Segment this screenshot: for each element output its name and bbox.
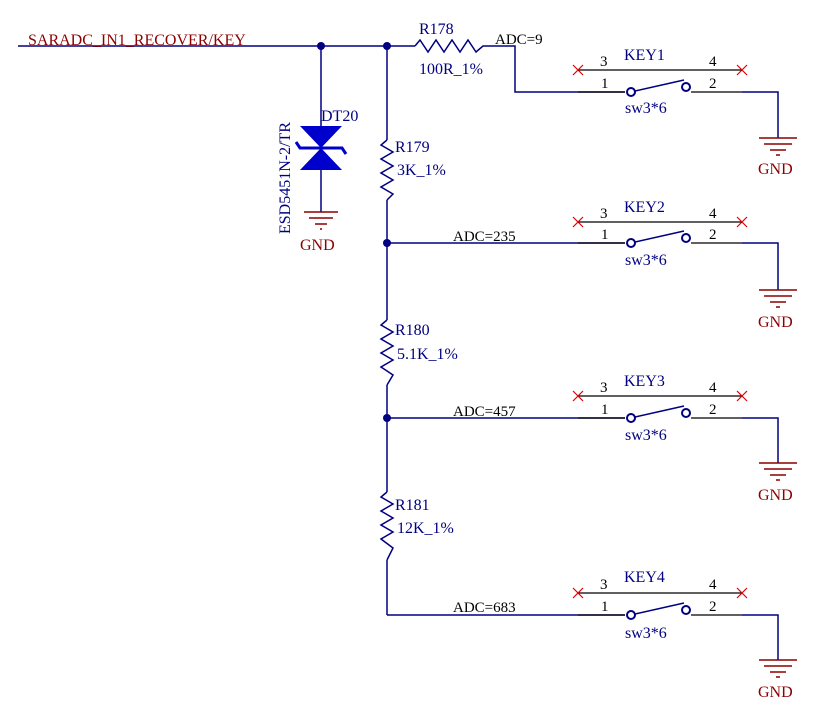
- key-ref: KEY4: [624, 569, 665, 586]
- adc-label: ADC=683: [453, 600, 516, 616]
- diode-part-number: ESD5451N-2/TR: [277, 122, 294, 234]
- resistor-r179: [379, 139, 395, 201]
- resistor-value: 100R_1%: [419, 61, 483, 78]
- key-switch: [572, 390, 797, 481]
- resistor-ref: R179: [395, 139, 430, 156]
- key-ref: KEY2: [624, 199, 665, 216]
- ground-symbol: [304, 211, 338, 230]
- pin-number: 4: [709, 54, 717, 70]
- key-part: sw3*6: [625, 625, 667, 642]
- resistor-r180: [379, 319, 395, 386]
- resistor-r178: [414, 38, 625, 93]
- pin-number: 4: [709, 380, 717, 396]
- resistor-value: 3K_1%: [397, 162, 446, 179]
- key-part: sw3*6: [625, 252, 667, 269]
- key-switch: [572, 64, 797, 156]
- pin-number: 4: [709, 206, 717, 222]
- pin-number: 1: [601, 599, 609, 615]
- pin-number: 2: [709, 599, 717, 615]
- adc-label: ADC=457: [453, 404, 516, 420]
- ground-label: GND: [758, 161, 793, 178]
- tvs-diode: [294, 46, 348, 212]
- resistor-ref: R178: [419, 21, 454, 38]
- key-part: sw3*6: [625, 100, 667, 117]
- resistor-value: 12K_1%: [397, 520, 454, 537]
- resistor-r181: [379, 491, 395, 561]
- adc-label: ADC=9: [495, 32, 543, 48]
- key-part: sw3*6: [625, 427, 667, 444]
- key-switch: [572, 587, 797, 678]
- pin-number: 3: [600, 54, 608, 70]
- ground-label: GND: [758, 684, 793, 701]
- pin-number: 3: [600, 206, 608, 222]
- key-switch: [572, 216, 797, 308]
- key-ref: KEY1: [624, 47, 665, 64]
- resistor-ref: R180: [395, 322, 430, 339]
- resistor-ref: R181: [395, 497, 430, 514]
- pin-number: 2: [709, 76, 717, 92]
- pin-number: 1: [601, 402, 609, 418]
- pin-number: 3: [600, 577, 608, 593]
- ground-label: GND: [758, 314, 793, 331]
- ground-label: GND: [758, 487, 793, 504]
- pin-number: 2: [709, 227, 717, 243]
- ground-label: GND: [300, 237, 335, 254]
- pin-number: 3: [600, 380, 608, 396]
- resistor-value: 5.1K_1%: [397, 346, 458, 363]
- junction-dot: [383, 42, 391, 50]
- pin-number: 1: [601, 76, 609, 92]
- pin-number: 2: [709, 402, 717, 418]
- key-ref: KEY3: [624, 373, 665, 390]
- diode-ref: DT20: [321, 108, 358, 125]
- net-label: SARADC_IN1_RECOVER/KEY: [28, 32, 246, 49]
- pin-number: 1: [601, 227, 609, 243]
- adc-label: ADC=235: [453, 229, 516, 245]
- pin-number: 4: [709, 577, 717, 593]
